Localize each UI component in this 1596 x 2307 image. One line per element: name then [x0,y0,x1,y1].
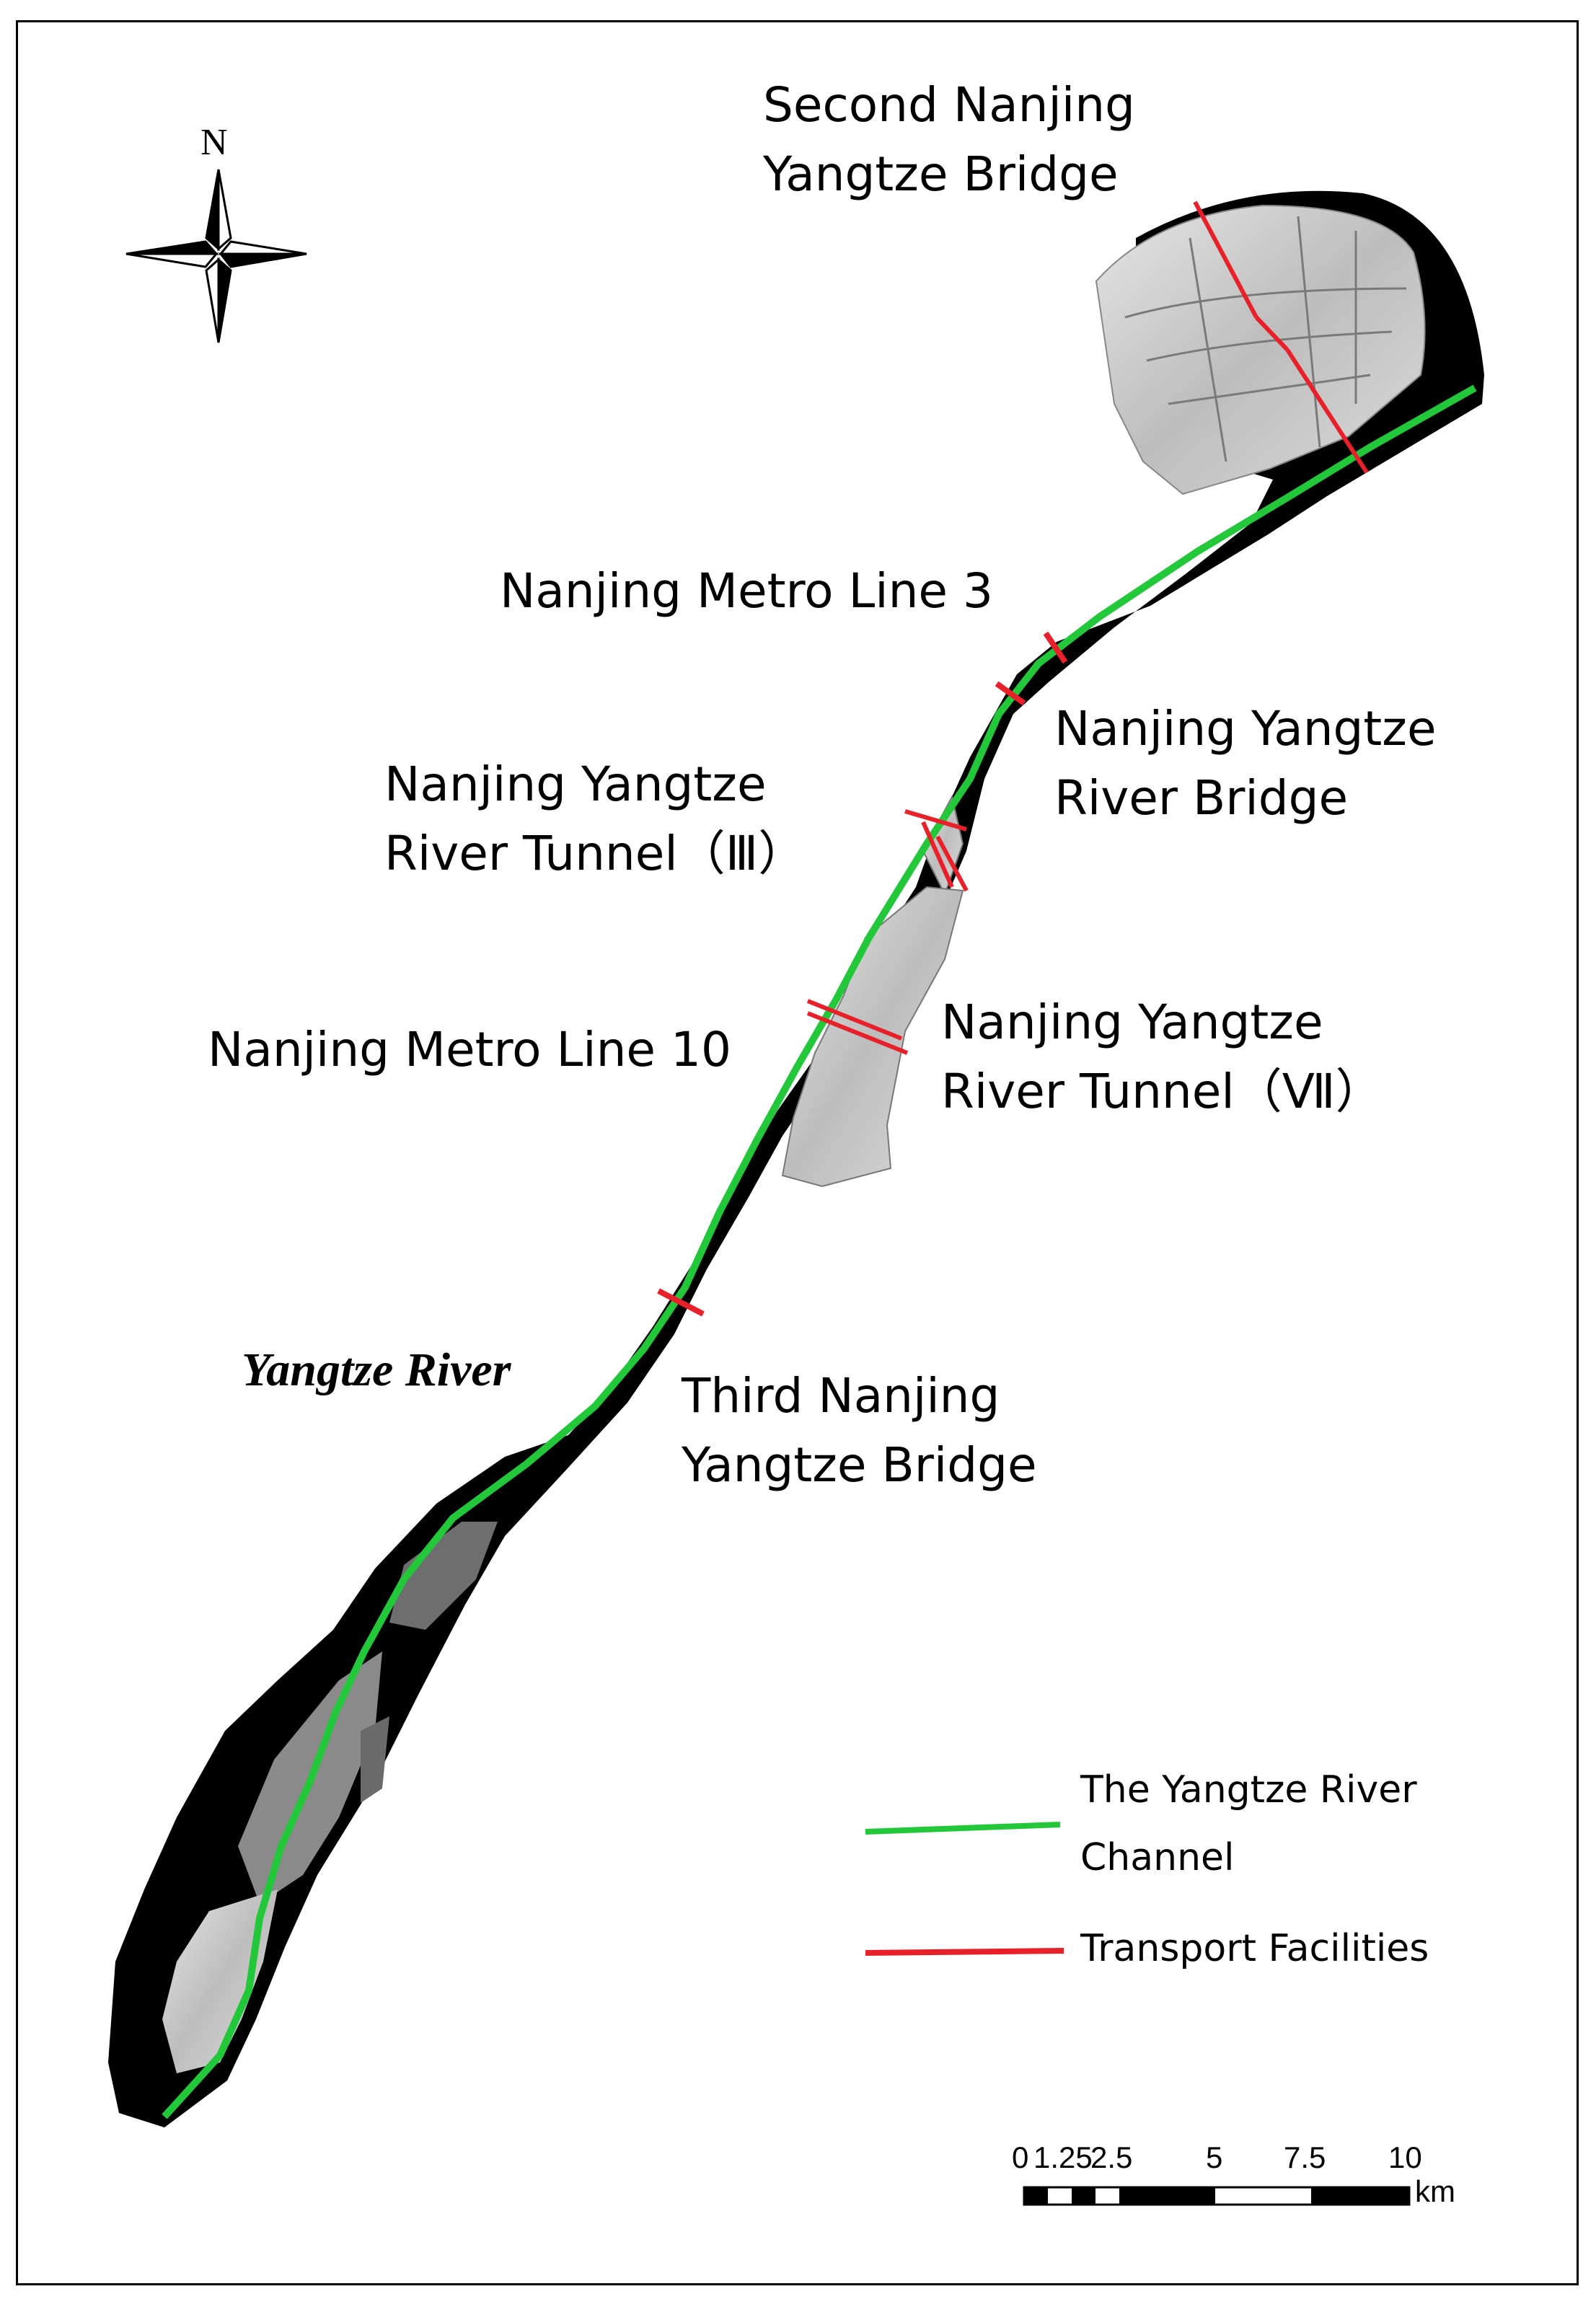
scale-bar [1023,2186,1411,2206]
tunnel3-line-1 [904,809,967,832]
label-third-bridge: Third Nanjing Yangtze Bridge [682,1368,1037,1493]
tunnel3-line-2 [921,821,954,888]
scale-tick-5: 5 [1206,2140,1223,2174]
north-arrow-icon [125,169,307,343]
legend-channel-symbol [865,1822,1061,1835]
island-north [1095,204,1426,495]
label-river-bridge: Nanjing Yangtze River Bridge [1054,701,1437,826]
river-name: Yangtze River [242,1344,511,1396]
scale-tick-0: 0 [1012,2140,1029,2174]
scale-tick-1-25: 1.25 [1033,2140,1093,2174]
island-south-3 [361,1716,389,1803]
scale-tick-2-5: 2.5 [1090,2140,1133,2174]
north-label: N [200,122,228,163]
tunnel3-line-3 [935,835,969,892]
label-metro-line-3: Nanjing Metro Line 3 [500,563,994,619]
legend-transport-symbol [865,1948,1064,1956]
river-bridge-line [995,681,1026,706]
channel-line [162,384,1477,2119]
second-bridge-line-3 [1285,348,1369,474]
third-bridge-line [657,1288,705,1317]
legend-transport-label: Transport Facilities [1080,1927,1429,1970]
second-bridge-line [1193,200,1258,319]
label-metro-line-10: Nanjing Metro Line 10 [208,1022,731,1077]
scale-tick-7-5: 7.5 [1284,2140,1326,2174]
label-tunnel-3: Nanjing Yangtze River Tunnel（Ⅲ） [384,756,806,881]
legend-channel-label: The Yangtze River Channel [1080,1768,1417,1879]
metro3-line [1043,631,1068,664]
second-bridge-line-2 [1254,315,1289,352]
island-south-1 [389,1522,498,1630]
island-south-4 [162,1889,278,2073]
label-second-bridge: Second Nanjing Yangtze Bridge [763,77,1135,202]
scale-tick-10: 10 [1388,2140,1422,2174]
label-tunnel-7: Nanjing Yangtze River Tunnel（Ⅶ） [941,994,1383,1119]
tunnel7-line [806,1011,909,1055]
metro10-line [806,999,903,1041]
scale-unit: km [1415,2174,1455,2208]
island-central-2 [781,886,964,1188]
